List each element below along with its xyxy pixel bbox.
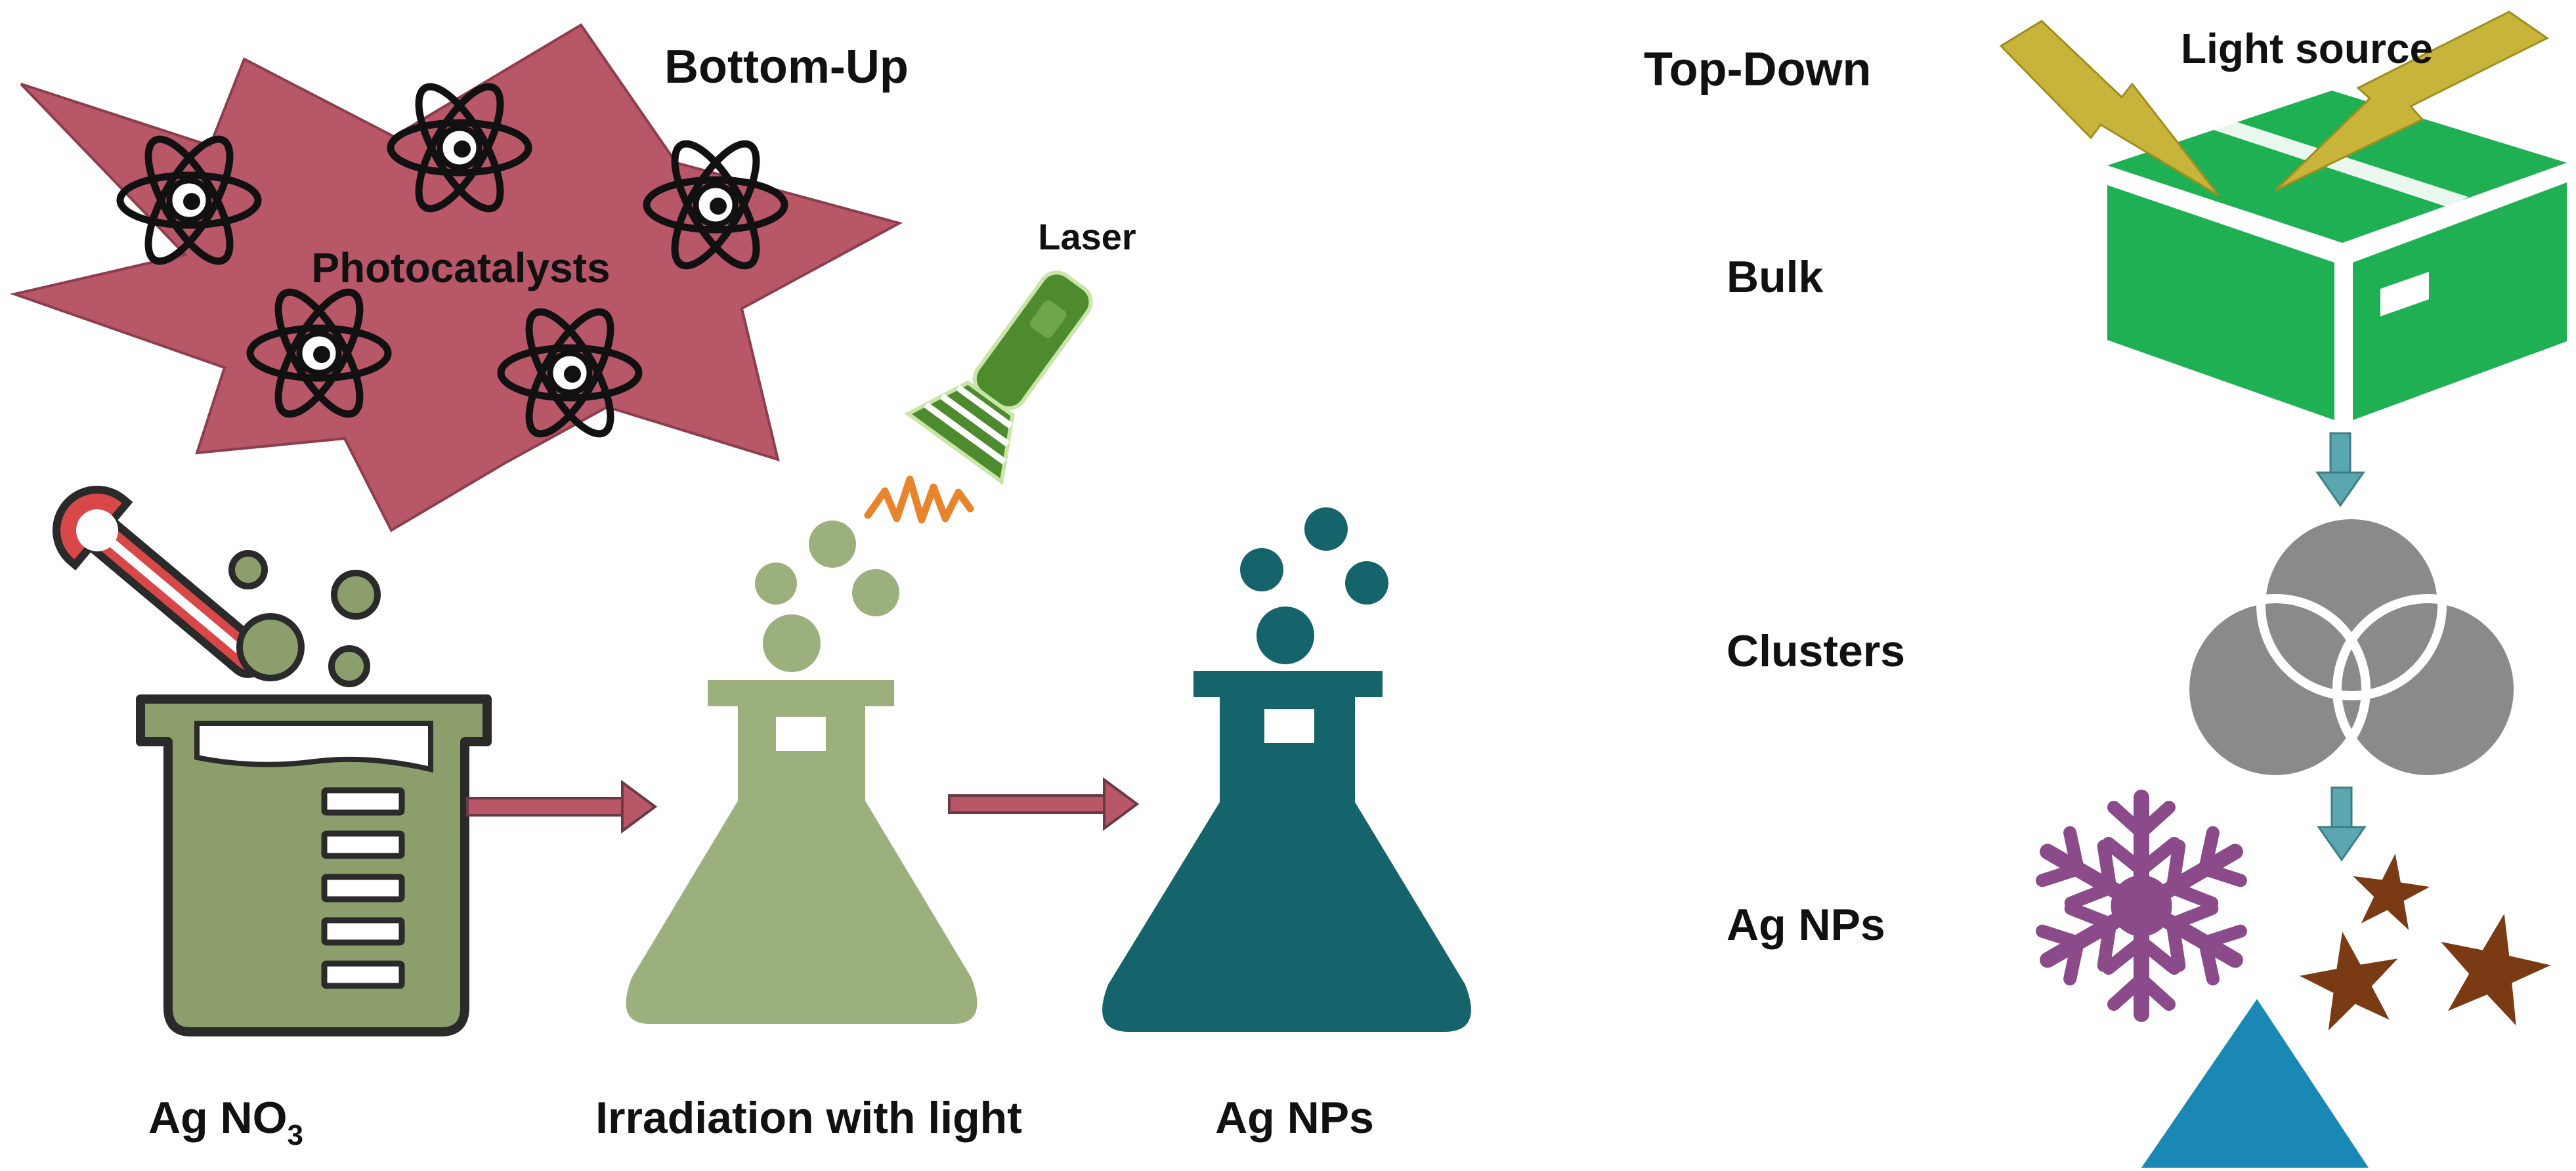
laser-icon bbox=[904, 270, 1093, 486]
bottom-up-heading: Bottom-Up bbox=[664, 41, 909, 93]
flask-bubbles bbox=[1240, 507, 1388, 664]
beaker-bubbles bbox=[228, 550, 381, 687]
step3-label: Ag NPs bbox=[1215, 1093, 1374, 1143]
down-arrow bbox=[2317, 786, 2367, 862]
process-arrow bbox=[948, 777, 1140, 831]
lightning-icon bbox=[1999, 20, 2220, 197]
flask-icon bbox=[626, 680, 977, 1024]
down-arrow bbox=[2315, 432, 2365, 507]
snowflake-icon bbox=[2031, 798, 2252, 1014]
burst-label: Photocatalysts bbox=[311, 244, 610, 291]
star-icon bbox=[2427, 902, 2560, 1031]
beaker-icon bbox=[136, 694, 492, 1036]
step2-label: Irradiation with light bbox=[595, 1093, 1022, 1143]
process-arrow bbox=[466, 780, 658, 834]
box-icon bbox=[2107, 91, 2567, 420]
photocatalyst-burst-shape bbox=[9, 23, 903, 532]
top-down-heading: Top-Down bbox=[1644, 43, 1872, 96]
bulk-label: Bulk bbox=[1727, 252, 1824, 302]
flask-icon bbox=[1102, 671, 1471, 1032]
top-down-nps-label: Ag NPs bbox=[1727, 900, 1885, 950]
triangle-icon bbox=[2141, 999, 2369, 1168]
clusters-label: Clusters bbox=[1727, 626, 1905, 676]
clusters-outline bbox=[2180, 510, 2447, 784]
star-icon bbox=[2293, 923, 2409, 1034]
star-icon bbox=[2346, 848, 2434, 932]
laser-label: Laser bbox=[1038, 216, 1136, 257]
light-source-label: Light source bbox=[2181, 25, 2433, 72]
lightning-icon bbox=[2274, 11, 2549, 192]
step1-label: Ag NO3 bbox=[148, 1093, 303, 1151]
flask-bubbles bbox=[755, 521, 899, 672]
laser-wave bbox=[864, 475, 974, 524]
